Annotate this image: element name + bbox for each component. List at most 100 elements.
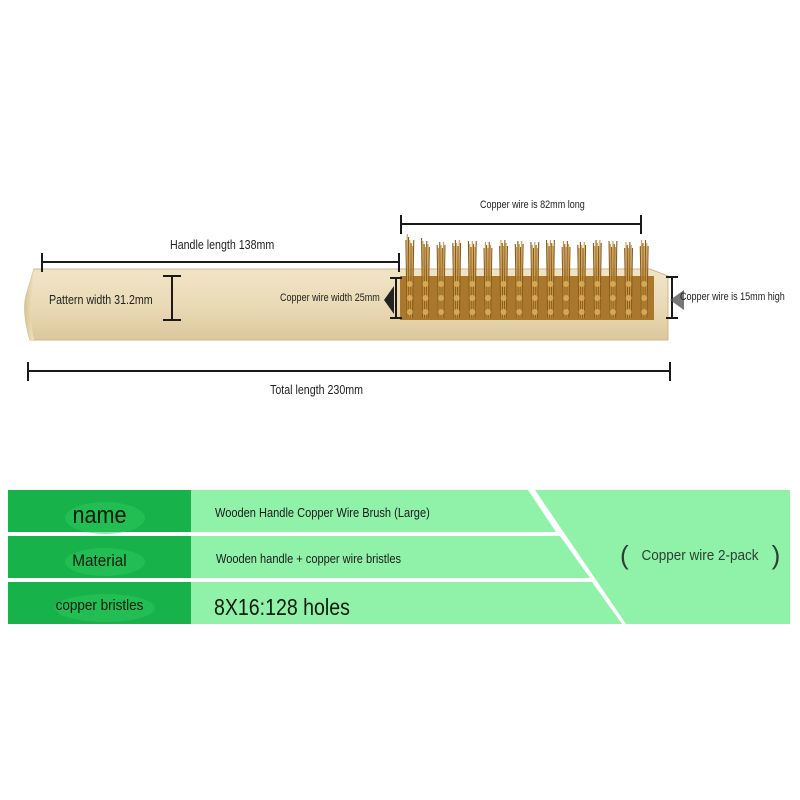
- bristle-tuft: [531, 281, 538, 287]
- bristle-strand: [520, 240, 523, 319]
- bristle-tuft: [516, 281, 523, 287]
- bristle-strand: [562, 240, 565, 319]
- bristle-tuft: [469, 309, 476, 315]
- bristle-tuft: [641, 281, 648, 287]
- pack-badge: ( Copper wire 2-pack ): [620, 540, 780, 571]
- row-1-value: Wooden Handle Copper Wire Brush (Large): [215, 505, 430, 520]
- bristle-tuft: [438, 309, 445, 315]
- bristle-strand: [567, 243, 570, 319]
- bristle-strand: [484, 241, 487, 319]
- wire-width-arrow: [384, 286, 394, 314]
- row-3-value: 8X16:128 holes: [214, 594, 350, 620]
- pattern-width-label: Pattern width 31.2mm: [49, 292, 153, 307]
- bristle-tuft: [500, 281, 507, 287]
- row-1-value-bg: [191, 490, 556, 532]
- wire-height-arrow: [670, 290, 684, 310]
- bristle-tuft: [563, 295, 570, 301]
- row-2-value: Wooden handle + copper wire bristles: [216, 551, 401, 566]
- wire-width-label: Copper wire width 25mm: [280, 292, 380, 304]
- bristle-tuft: [531, 309, 538, 315]
- bristle-tuft: [578, 295, 585, 301]
- bristle-tuft: [469, 281, 476, 287]
- badge-text: Copper wire 2-pack: [641, 547, 759, 564]
- bristle-strand: [469, 243, 472, 319]
- bristle-strand: [457, 239, 460, 319]
- bristle-tuft: [531, 295, 538, 301]
- bristle-strand: [420, 237, 424, 319]
- bristle-tuft: [516, 309, 523, 315]
- bristle-tuft: [625, 281, 632, 287]
- bristle-tuft: [563, 309, 570, 315]
- bristle-strand: [545, 239, 549, 319]
- bristle-strand: [609, 243, 612, 319]
- bristle-tuft: [594, 309, 601, 315]
- bristle-tuft: [484, 281, 491, 287]
- bristle-strand: [426, 243, 429, 319]
- bristle-strand: [568, 246, 571, 319]
- bristle-strand: [599, 242, 602, 319]
- bristle-strand: [624, 247, 627, 319]
- bristle-tuft: [453, 281, 460, 287]
- bristle-strand: [592, 242, 596, 319]
- bristle-tuft: [625, 295, 632, 301]
- bristle-strand: [639, 245, 643, 319]
- bristle-tuft: [438, 281, 445, 287]
- row-2-label: Material: [72, 551, 127, 570]
- bristle-strand: [505, 245, 509, 319]
- bristle-strand: [483, 247, 486, 319]
- badge-open-paren: (: [620, 540, 629, 570]
- bristle-strand: [443, 244, 446, 319]
- bristle-strand: [582, 241, 585, 319]
- bristle-strand: [646, 245, 649, 319]
- bristle-strand: [583, 244, 587, 319]
- handle-front-face: [24, 269, 34, 340]
- bristle-strand: [406, 233, 409, 319]
- bristle-strand: [577, 244, 580, 319]
- badge-close-paren: ): [771, 540, 781, 570]
- bristle-strand: [458, 242, 462, 319]
- bristle-strand: [630, 247, 634, 319]
- bristle-strand: [467, 240, 471, 319]
- bristle-tuft: [641, 309, 648, 315]
- bristle-strand: [490, 247, 493, 319]
- bristle-tuft: [547, 295, 554, 301]
- bristle-strand: [500, 239, 503, 319]
- bristle-strand: [552, 239, 555, 319]
- bristle-strand: [411, 239, 415, 319]
- bristle-tuft: [547, 281, 554, 287]
- wire-length-label: Copper wire is 82mm long: [480, 199, 585, 211]
- row-2-value-bg: [191, 536, 590, 578]
- bristle-tuft: [438, 295, 445, 301]
- bristle-strand: [547, 242, 550, 319]
- handle-length-label: Handle length 138mm: [170, 237, 275, 252]
- bristle-strand: [521, 243, 524, 319]
- bristle-tuft: [547, 309, 554, 315]
- bristle-tuft: [469, 295, 476, 301]
- row-3-label: copper bristles: [55, 597, 144, 614]
- bristle-tuft: [406, 295, 413, 301]
- bristle-tuft: [594, 281, 601, 287]
- bristle-strand: [530, 241, 533, 319]
- bristle-strand: [422, 240, 425, 319]
- bristle-strand: [561, 246, 564, 319]
- bristle-strand: [536, 241, 540, 319]
- bristle-tuft: [406, 309, 413, 315]
- spec-table-background: [8, 490, 790, 624]
- bristle-tuft: [578, 309, 585, 315]
- bristle-strand: [499, 245, 502, 319]
- spec-table: name Wooden Handle Copper Wire Brush (La…: [0, 488, 800, 628]
- brush-diagram: [24, 215, 684, 381]
- bristle-strand: [452, 242, 455, 319]
- bristle-tuft: [625, 309, 632, 315]
- bristle-tuft: [453, 295, 460, 301]
- bristle-tuft: [422, 309, 429, 315]
- side-panel-bg: [535, 490, 790, 624]
- bristle-tuft: [500, 309, 507, 315]
- bristle-tuft: [641, 295, 648, 301]
- bristle-tuft: [516, 295, 523, 301]
- bristle-strand: [442, 241, 445, 319]
- bristle-strand: [531, 244, 534, 319]
- bristle-strand: [405, 239, 408, 319]
- bristle-strand: [598, 239, 601, 319]
- bristle-tuft: [453, 309, 460, 315]
